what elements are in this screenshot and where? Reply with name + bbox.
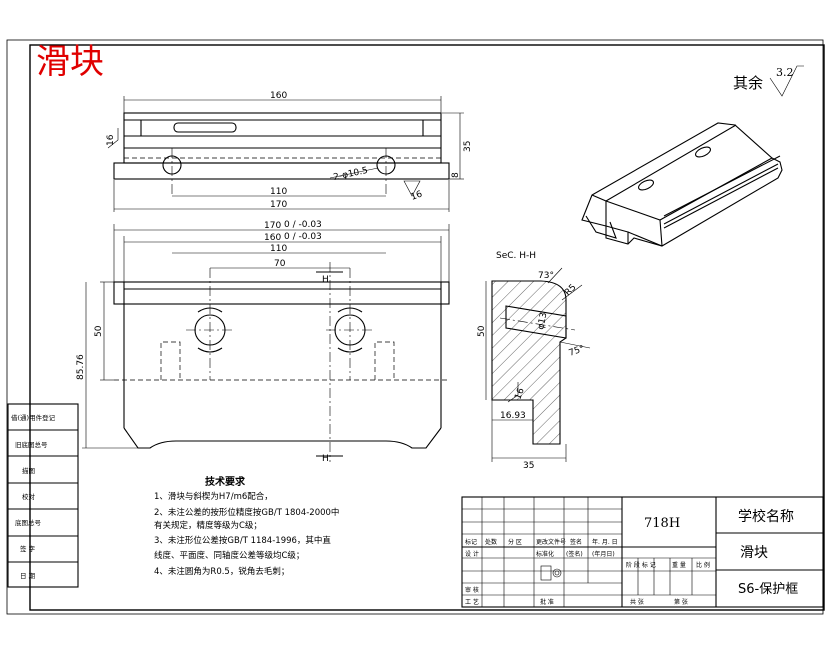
drawing-number: S6-保护框 — [738, 582, 798, 597]
dim-170-plan: 170 — [264, 221, 281, 231]
tb-label-process: 工 艺 — [465, 598, 479, 606]
tech-req-item-4: 3、未注形位公差按GB/T 1184-1996，其中直 — [154, 535, 331, 546]
part-title: 滑块 — [36, 42, 104, 82]
dim-110-plan: 110 — [270, 244, 287, 254]
plan-view: 170 0 / -0.03 160 0 / -0.03 110 70 — [76, 220, 450, 464]
tb-label-zone: 分 区 — [508, 538, 522, 546]
left-panel-6: 签 字 — [20, 544, 36, 553]
dim-35-top: 35 — [463, 141, 473, 152]
tb-label-approve: 批 准 — [540, 598, 554, 606]
tb-label-sheet: 第 张 — [674, 598, 688, 606]
dim-160-tol: 0 / -0.03 — [284, 232, 322, 242]
tb-label-date: 年. 月. 日 — [592, 538, 618, 546]
outer-frame — [6, 39, 824, 615]
roughness-left: 16 — [106, 134, 116, 146]
tb-label-count: 处数 — [485, 538, 497, 546]
sec-dim-35: 35 — [523, 461, 534, 471]
tb-label-change: 更改文件号 — [536, 538, 566, 546]
left-side-panel: 借(通)用件登记 旧底图总号 描图 校对 底图总号 签 字 日 期 — [7, 403, 79, 588]
dim-110-top: 110 — [270, 187, 287, 197]
roughness-symbol — [769, 65, 804, 97]
isometric-view — [581, 122, 783, 247]
left-panel-5: 底图总号 — [15, 518, 42, 527]
section-marker-bottom: H — [322, 454, 329, 464]
dim-160-top: 160 — [270, 91, 287, 101]
section-marker-top: H — [322, 275, 329, 285]
surface-finish-value: 3.2 — [776, 66, 794, 79]
tb-label-signature: (签名) — [566, 550, 583, 558]
material: 718H — [644, 516, 680, 531]
dim-160-plan: 160 — [264, 233, 281, 243]
tb-label-sheets: 共 张 — [630, 598, 644, 606]
projection-symbol-icon — [540, 565, 562, 581]
left-panel-4: 校对 — [22, 492, 36, 501]
dim-85-76: 85.76 — [76, 354, 86, 380]
left-panel-1: 借(通)用件登记 — [11, 413, 56, 422]
inner-frame — [29, 44, 825, 611]
school-name: 学校名称 — [738, 508, 794, 525]
section-profile — [491, 280, 567, 445]
left-panel-3: 描图 — [22, 466, 35, 475]
tech-req-item-1: 1、滑块与斜楔为H7/m6配合， — [154, 491, 273, 502]
front-view: 160 110 170 35 8 2-φ10.5 — [106, 91, 473, 212]
tb-label-review: 审 核 — [465, 586, 479, 594]
roughness-bottom: 16 — [410, 189, 424, 202]
dim-50-plan: 50 — [94, 325, 104, 337]
tech-req-title: 技术要求 — [205, 475, 246, 488]
tech-req-item-2: 2、未注公差的按形位精度按GB/T 1804-2000中 — [154, 507, 339, 518]
sec-angle-top: 73° — [538, 271, 554, 281]
tb-label-stage: 阶 段 标 记 — [626, 561, 656, 569]
sec-phi: φ13 — [536, 312, 549, 331]
section-title: SeC. H-H — [496, 251, 536, 261]
tech-req-item-6: 4、未注圆角为R0.5，锐角去毛刺； — [154, 566, 289, 577]
tb-label-weight: 重 量 — [672, 561, 686, 569]
surface-finish-note: 其余 3.2 — [733, 65, 804, 97]
dim-170-tol: 0 / -0.03 — [284, 220, 322, 230]
sec-dim-50: 50 — [477, 325, 487, 337]
surface-finish-prefix: 其余 — [733, 74, 763, 92]
sec-dim-16: 16 — [513, 387, 526, 401]
title-block: 718H 学校名称 滑块 S6-保护框 标记 处数 分 区 更改文件号 签名 年… — [461, 496, 824, 608]
tb-label-standard: 标准化 — [536, 550, 554, 558]
sec-dim-16-93: 16.93 — [500, 411, 526, 421]
dim-8: 8 — [451, 172, 461, 178]
technical-requirements: 技术要求 1、滑块与斜楔为H7/m6配合， 2、未注公差的按形位精度按GB/T … — [154, 475, 339, 577]
tech-req-item-3: 有关规定，精度等级为C级； — [154, 520, 262, 531]
sec-angle-bottom: 75° — [568, 344, 586, 359]
dim-170-top: 170 — [270, 200, 287, 210]
tb-label-design: 设 计 — [465, 550, 479, 558]
tb-label-scale: 比 例 — [696, 561, 710, 569]
part-name: 滑块 — [740, 544, 768, 561]
section-view: SeC. H-H φ13 73° R5 75° 50 16 16.93 35 — [477, 251, 591, 471]
left-panel-2: 旧底图总号 — [15, 440, 48, 449]
left-panel-7: 日 期 — [20, 572, 36, 580]
tb-label-ymd: (年月日) — [592, 550, 615, 558]
tech-req-item-5: 线度、平面度、同轴度公差等级均C级； — [154, 550, 304, 561]
hole-label: 2-φ10.5 — [333, 166, 369, 183]
tb-label-sign: 签名 — [570, 538, 582, 546]
dim-70-plan: 70 — [274, 259, 286, 269]
tb-label-mark: 标记 — [465, 538, 477, 546]
